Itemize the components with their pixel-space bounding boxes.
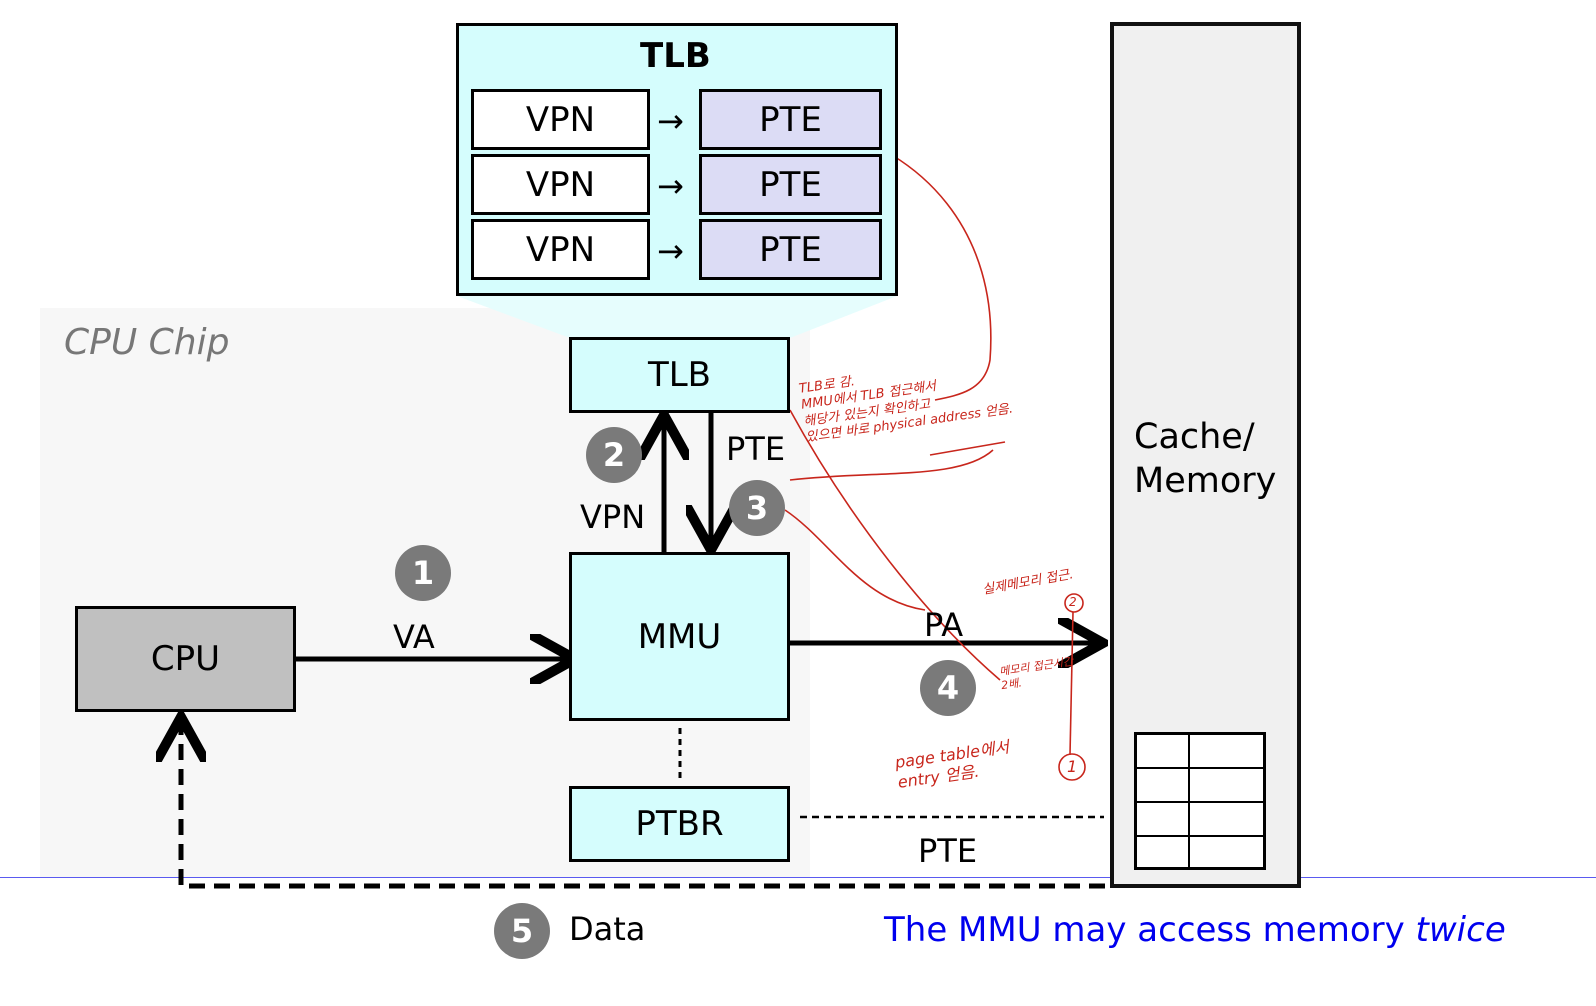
vpn-label: VPN xyxy=(580,498,646,536)
caption-emphasis: twice xyxy=(1415,910,1506,950)
tlb-pte-cell: PTE xyxy=(699,219,882,280)
pte-label-bottom: PTE xyxy=(918,832,978,870)
mark-1: 1 xyxy=(1067,757,1078,776)
divider-line xyxy=(0,877,1596,878)
cpu-chip-label: CPU Chip xyxy=(64,322,230,363)
caption: The MMU may access memory twice xyxy=(884,910,1506,950)
step-1-badge: 1 xyxy=(395,545,451,601)
page-table-icon xyxy=(1134,732,1266,870)
step-5-badge: 5 xyxy=(494,903,550,959)
pa-label: PA xyxy=(924,606,964,644)
tlb-vpn-cell: VPN xyxy=(471,89,650,150)
data-label: Data xyxy=(569,910,646,948)
memory-label: Cache/ Memory xyxy=(1134,417,1277,501)
tlb-box: TLB xyxy=(569,337,790,413)
mmu-box: MMU xyxy=(569,552,790,721)
ptbr-box: PTBR xyxy=(569,786,790,862)
mapping-arrow: → xyxy=(657,102,684,140)
mapping-arrow: → xyxy=(657,232,684,270)
step-4-badge: 4 xyxy=(920,660,976,716)
step-2-badge: 2 xyxy=(586,427,642,483)
tlb-pte-cell: PTE xyxy=(699,154,882,215)
tlb-vpn-cell: VPN xyxy=(471,219,650,280)
tlb-vpn-cell: VPN xyxy=(471,154,650,215)
caption-text: The MMU may access memory xyxy=(884,910,1416,950)
mark-2: 2 xyxy=(1069,595,1077,609)
pte-label-top: PTE xyxy=(726,430,786,468)
step-3-badge: 3 xyxy=(729,480,785,536)
va-label: VA xyxy=(393,618,435,656)
cpu-box: CPU xyxy=(75,606,296,712)
tlb-detail-title: TLB xyxy=(640,36,711,76)
mapping-arrow: → xyxy=(657,167,684,205)
tlb-pte-cell: PTE xyxy=(699,89,882,150)
